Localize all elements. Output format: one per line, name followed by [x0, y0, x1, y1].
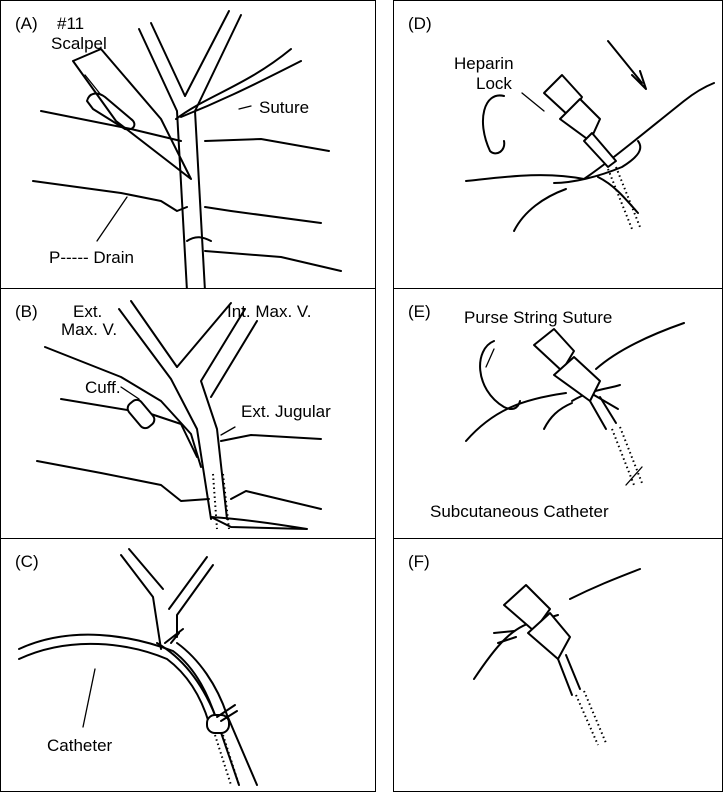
- panel-f: (F): [393, 538, 723, 792]
- heparin-label: Heparin: [454, 55, 514, 72]
- panel-c: (C) Catheter: [0, 538, 376, 792]
- panel-d-drawing: [394, 1, 723, 290]
- panel-f-drawing: [394, 539, 723, 792]
- int-max-v-label: Int. Max. V.: [227, 303, 311, 320]
- ext-jugular-label: Ext. Jugular: [241, 403, 331, 420]
- panel-b-tag: (B): [15, 303, 38, 320]
- ext-label: Ext.: [73, 303, 102, 320]
- panel-d-tag: (D): [408, 15, 432, 32]
- panel-d: (D) Heparin Lock: [393, 0, 723, 290]
- lock-label: Lock: [476, 75, 512, 92]
- panel-f-tag: (F): [408, 553, 430, 570]
- panel-c-tag: (C): [15, 553, 39, 570]
- scalpel-number-label: #11: [57, 15, 84, 32]
- catheter-label: Catheter: [47, 737, 112, 754]
- panel-e-tag: (E): [408, 303, 431, 320]
- cuff-label: Cuff.: [85, 379, 121, 396]
- drain-label: P----- Drain: [49, 249, 134, 266]
- panel-e: (E) Purse String Suture Subcutaneous Cat…: [393, 288, 723, 540]
- subcutaneous-catheter-label: Subcutaneous Catheter: [430, 503, 609, 520]
- panel-b: (B) Ext. Max. V. Int. Max. V. Cuff. Ext.…: [0, 288, 376, 540]
- panel-a-tag: (A): [15, 15, 38, 32]
- scalpel-label: Scalpel: [51, 35, 107, 52]
- purse-string-suture-label: Purse String Suture: [464, 309, 612, 326]
- suture-label: Suture: [259, 99, 309, 116]
- panel-a: (A) #11 Scalpel Suture P----- Drain: [0, 0, 376, 290]
- ext-max-v-label: Max. V.: [61, 321, 117, 338]
